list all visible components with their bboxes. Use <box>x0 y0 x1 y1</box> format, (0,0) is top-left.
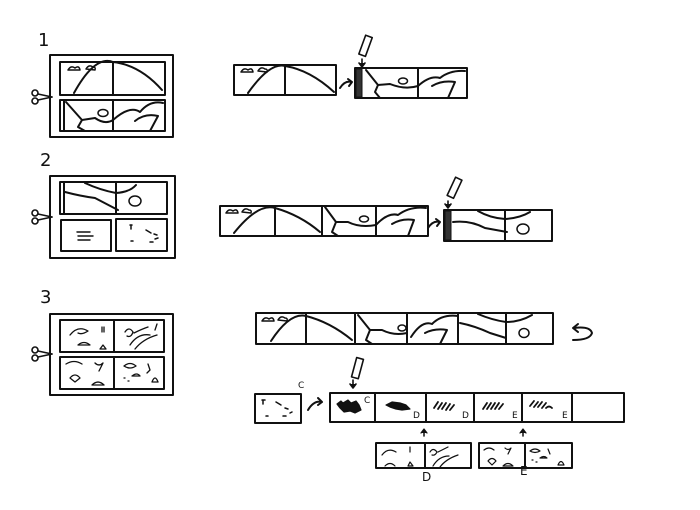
single-panel-label: C <box>298 381 305 391</box>
scissors-icon-2 <box>31 209 53 225</box>
hatched-label-3: D <box>462 411 469 421</box>
hatched-label-2: D <box>413 411 420 421</box>
scissors-icon-1 <box>31 89 53 105</box>
step-3-sub-strip-d <box>375 442 472 469</box>
step-1-sheet <box>49 54 174 138</box>
hatched-label-4: E <box>512 411 518 421</box>
sub-strip-e-label: E <box>520 464 528 478</box>
step-3-sub-strip-e <box>478 442 573 469</box>
up-arrowhead-d <box>420 428 428 434</box>
glue-stick-icon-1 <box>358 34 374 68</box>
curved-arrow-icon-2 <box>427 218 441 229</box>
curved-arrow-icon-3 <box>307 397 323 411</box>
step-3-sheet <box>49 313 174 396</box>
sub-strip-d-label: D <box>422 470 432 484</box>
undo-arrow-icon <box>572 323 593 341</box>
step-2-strip-in <box>219 205 429 237</box>
step-3-hatched-strip <box>329 392 625 423</box>
step-number-2: 2 <box>40 150 52 171</box>
step-2-strip-out <box>443 209 553 242</box>
up-arrowhead-e <box>519 428 527 434</box>
hatched-label-1: C <box>364 396 371 406</box>
step-3-single-panel <box>254 393 302 424</box>
glue-stick-icon-3 <box>349 356 365 389</box>
step-2-sheet <box>49 175 176 259</box>
step-1-strip-out <box>354 67 468 99</box>
step-number-1: 1 <box>38 30 50 51</box>
glue-stick-icon-2 <box>444 176 463 209</box>
hatched-label-5: E <box>562 411 568 421</box>
step-3-long-strip <box>255 312 554 345</box>
curved-arrow-icon-1 <box>339 78 353 89</box>
scissors-icon-3 <box>31 346 53 362</box>
step-1-strip-in <box>233 64 337 96</box>
step-number-3: 3 <box>40 287 52 308</box>
